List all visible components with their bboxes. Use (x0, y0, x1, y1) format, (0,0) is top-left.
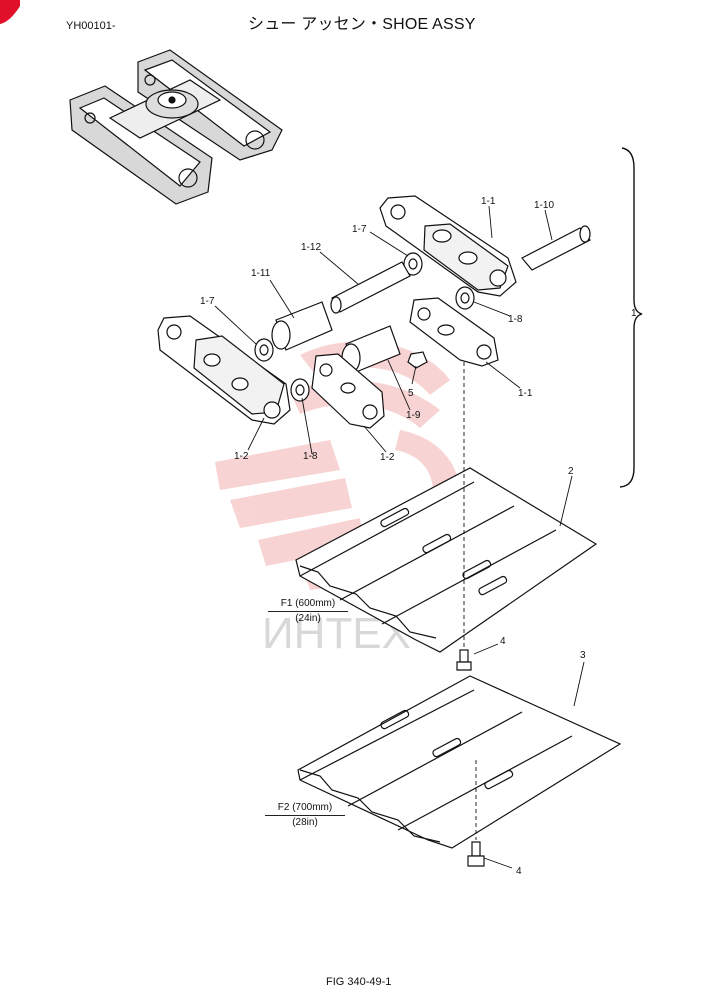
shoe-width-code-f2: F2 (700mm) (277, 802, 333, 813)
callout-2: 2 (568, 466, 574, 477)
shoe-width-label-f2: F2 (700mm) (28in) (265, 802, 345, 828)
callout-4-bottom: 4 (516, 866, 522, 877)
callout-1-11: 1-11 (251, 268, 271, 279)
callout-1-7-top: 1-7 (352, 224, 367, 235)
shoe-width-label-f1: F1 (600mm) (24in) (268, 598, 348, 624)
assembly-bracket (619, 147, 643, 488)
shoe-width-code-f1: F1 (600mm) (280, 598, 336, 609)
callout-1-8-left: 1-8 (303, 451, 318, 462)
serial-number: YH00101- (66, 20, 116, 32)
callout-3: 3 (580, 650, 586, 661)
shoe-width-inches-f1: (24in) (295, 613, 321, 624)
callout-1-1-top: 1-1 (481, 196, 496, 207)
bolts (456, 649, 485, 867)
callout-1-2-left: 1-2 (234, 451, 249, 462)
shoe-width-rule-f2 (265, 815, 345, 816)
callout-1: 1 (631, 308, 637, 319)
shoe-plates (295, 467, 622, 849)
undercarriage-illustration (69, 49, 283, 205)
shoe-width-inches-f2: (28in) (292, 817, 318, 828)
callout-1-2-mid: 1-2 (380, 452, 395, 463)
corner-mark (0, 0, 20, 24)
page-title: シュー アッセン・SHOE ASSY (248, 16, 476, 33)
assembly-lines (463, 362, 477, 840)
callout-5: 5 (408, 388, 414, 399)
callout-1-7-left: 1-7 (200, 296, 215, 307)
figure-reference: FIG 340-49-1 (326, 976, 392, 988)
callout-1-8-right: 1-8 (508, 314, 523, 325)
leader-lines (214, 205, 585, 869)
callout-1-12: 1-12 (301, 242, 322, 253)
callout-4-top: 4 (500, 636, 506, 647)
shoe-width-rule-f1 (268, 611, 348, 612)
callout-1-9: 1-9 (406, 410, 421, 421)
callout-1-10: 1-10 (534, 200, 555, 211)
link-parts (157, 195, 591, 429)
callout-1-1-right: 1-1 (518, 388, 533, 399)
